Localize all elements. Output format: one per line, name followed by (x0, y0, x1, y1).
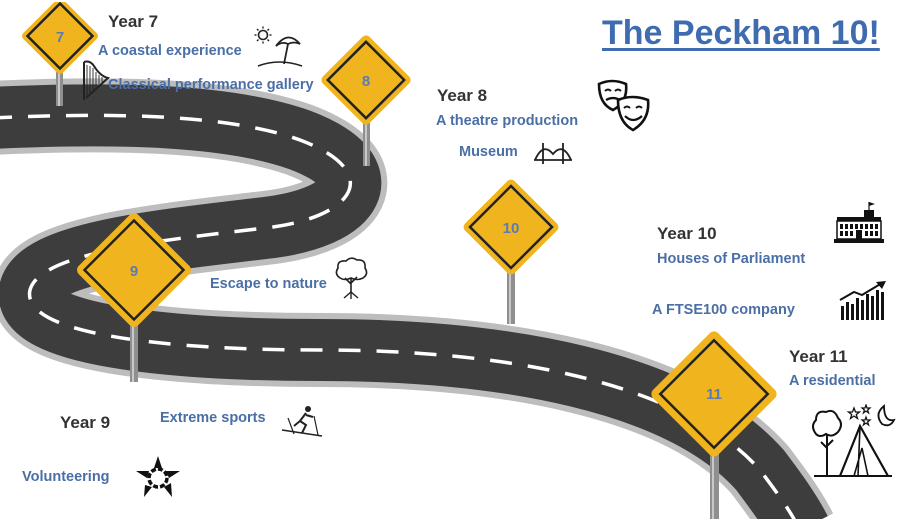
activity-volunteering: Volunteering (22, 469, 110, 485)
parliament-building-icon (834, 202, 884, 243)
skier-icon (281, 406, 323, 437)
sign-number: 7 (56, 29, 64, 46)
page-title: The Peckham 10! (602, 14, 880, 52)
activity-coastal-experience: A coastal experience (98, 43, 242, 59)
road-sign-11: 11 (651, 331, 777, 519)
activity-classical-performance: Classical performance gallery (108, 77, 314, 93)
sign-number: 10 (503, 220, 520, 237)
activity-ftse100-company: A FTSE100 company (652, 302, 795, 318)
activity-escape-to-nature: Escape to nature (210, 276, 327, 292)
beach-umbrella-icon (254, 26, 303, 67)
year-10-heading: Year 10 (657, 224, 717, 243)
activity-extreme-sports: Extreme sports (160, 410, 266, 426)
road-sign-9: 9 (77, 213, 191, 382)
activity-residential: A residential (789, 373, 876, 389)
activity-theatre-production: A theatre production (436, 113, 579, 129)
year-7-heading: Year 7 (108, 12, 159, 31)
sign-number: 9 (130, 263, 138, 280)
road-sign-8: 8 (321, 35, 411, 166)
road-sign-10: 10 (463, 179, 559, 324)
hands-circle-icon (136, 456, 180, 497)
rising-chart-icon (839, 281, 886, 320)
bridge-icon (534, 143, 572, 164)
year-11-heading: Year 11 (789, 347, 848, 366)
harp-icon (83, 60, 110, 100)
camping-tent-icon (812, 404, 896, 477)
theatre-masks-icon (597, 79, 650, 132)
sign-number: 11 (706, 386, 722, 403)
year-9-heading: Year 9 (60, 413, 111, 432)
year-8-heading: Year 8 (437, 86, 488, 105)
road-sign-7: 7 (22, 2, 98, 106)
tree-icon (335, 257, 368, 299)
activity-museum: Museum (459, 144, 518, 160)
sign-number: 8 (362, 73, 370, 90)
activity-houses-of-parliament: Houses of Parliament (657, 251, 806, 267)
